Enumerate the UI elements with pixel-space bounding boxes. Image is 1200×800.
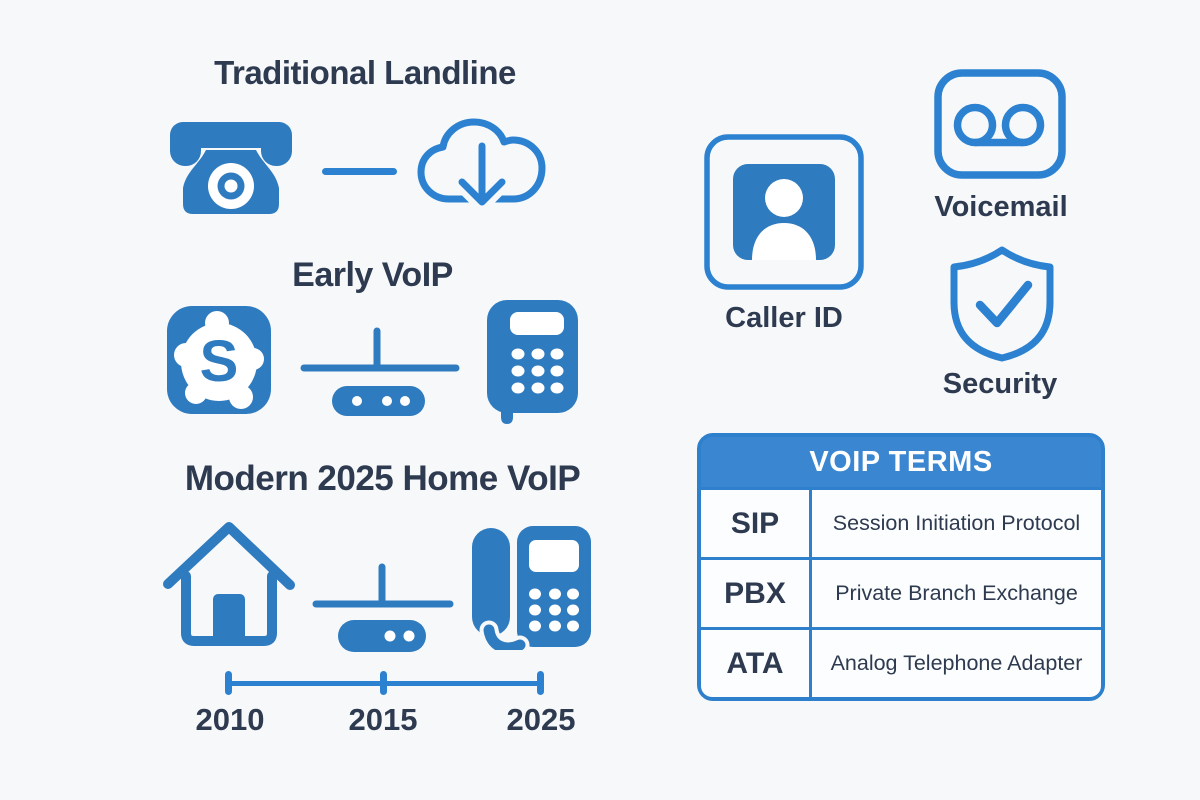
timeline-tick-2025 (537, 671, 544, 695)
skype-icon: S (167, 306, 271, 414)
voicemail-label: Voicemail (934, 191, 1068, 223)
modern-voip-title: Modern 2025 Home VoIP (184, 459, 581, 498)
voip-terms-table: VOIP TERMS SIP Session Initiation Protoc… (697, 433, 1105, 701)
desk-phone-icon (472, 526, 591, 650)
timeline-year-2025: 2025 (506, 702, 576, 737)
timeline-year-2010: 2010 (195, 702, 265, 737)
voip-handset-icon (487, 300, 578, 424)
early-voip-title: Early VoIP (292, 256, 453, 294)
security-label: Security (942, 368, 1058, 400)
traditional-landline-title: Traditional Landline (214, 54, 516, 91)
definition-pbx: Private Branch Exchange (812, 560, 1101, 627)
timeline-tick-2010 (225, 671, 232, 695)
caller-id-icon (704, 134, 864, 290)
voip-terms-body: SIP Session Initiation Protocol PBX Priv… (701, 487, 1101, 697)
house-icon (163, 522, 295, 646)
rotary-phone-icon (170, 122, 292, 214)
caller-id-label: Caller ID (725, 302, 843, 334)
voicemail-icon (934, 69, 1066, 179)
wifi-router-icon (300, 327, 460, 416)
term-ata: ATA (701, 630, 809, 697)
definition-sip: Session Initiation Protocol (812, 490, 1101, 557)
timeline-tick-2015 (380, 671, 387, 695)
term-sip: SIP (701, 490, 809, 557)
voip-terms-title: VOIP TERMS (701, 437, 1101, 487)
connector-dash (322, 168, 397, 175)
wifi-router-icon (312, 563, 454, 652)
cloud-download-icon (417, 118, 546, 212)
definition-ata: Analog Telephone Adapter (812, 630, 1101, 697)
skype-letter: S (200, 329, 239, 394)
timeline-year-2015: 2015 (348, 702, 418, 737)
security-shield-icon (950, 246, 1054, 362)
term-pbx: PBX (701, 560, 809, 627)
